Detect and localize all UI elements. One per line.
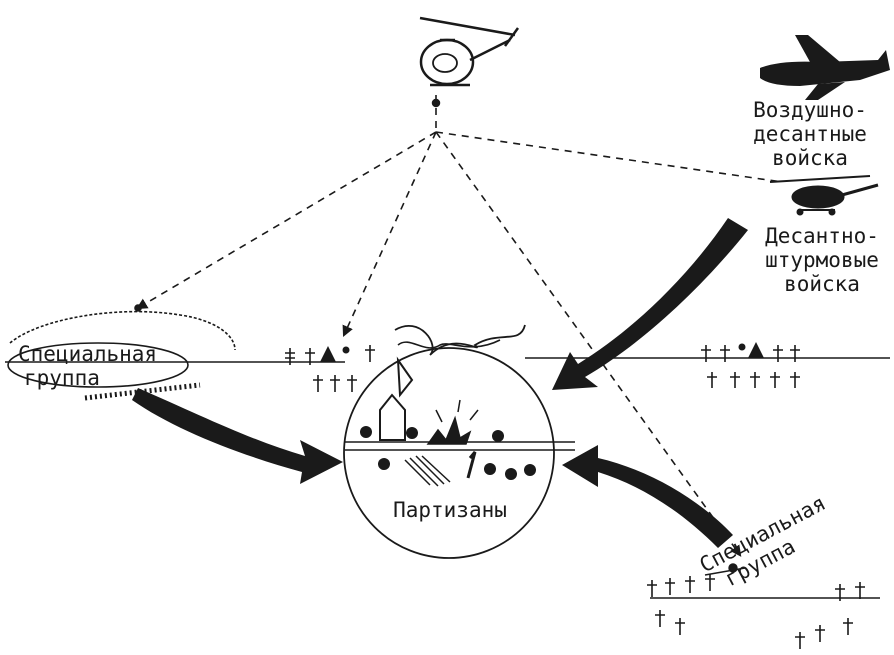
assault-label: Десантно- штурмовые войска (752, 224, 892, 296)
right-group-boundary (704, 563, 746, 576)
tree-icon (701, 345, 800, 388)
helicopter-icon (419, 16, 520, 108)
assault-label-line3: войска (784, 272, 860, 296)
left-group-boundary (7, 304, 236, 401)
airborne-label: Воздушно- десантные войска (730, 98, 890, 170)
arrow-left-group (132, 388, 343, 484)
airborne-label-line3: войска (772, 146, 848, 170)
recon-line-airborne (435, 131, 783, 183)
airplane-icon (760, 35, 890, 100)
assault-helicopter-icon (769, 175, 879, 216)
partisans-label: Партизаны (375, 498, 525, 522)
tent-icon (320, 346, 350, 362)
recon-line-center (342, 131, 437, 338)
tent-icon (738, 342, 764, 358)
recon-line-right (435, 131, 742, 557)
arrow-right-group (562, 445, 733, 548)
assault-label-line2: штурмовые (765, 248, 879, 272)
tree-icon (647, 574, 865, 649)
burning-house-icon (379, 324, 526, 441)
partisans-label-text: Партизаны (393, 498, 507, 522)
partisan-figures (360, 426, 536, 480)
hatched-area (404, 455, 451, 487)
left-special-group-label: Специальная группа (18, 342, 157, 390)
airborne-label-line2: десантные (753, 122, 867, 146)
partisan-area-circle (343, 347, 555, 559)
airborne-label-line1: Воздушно- (753, 98, 867, 122)
assault-label-line1: Десантно- (765, 224, 879, 248)
attack-arrows (132, 218, 748, 548)
recon-line-left (136, 131, 437, 310)
left-special-group-line2: группа (24, 366, 100, 390)
arrow-airborne (552, 218, 748, 390)
explosion-icon (426, 399, 479, 479)
recon-lines (136, 95, 783, 557)
left-special-group-line1: Специальная (18, 342, 158, 366)
tree-icon (285, 345, 375, 392)
